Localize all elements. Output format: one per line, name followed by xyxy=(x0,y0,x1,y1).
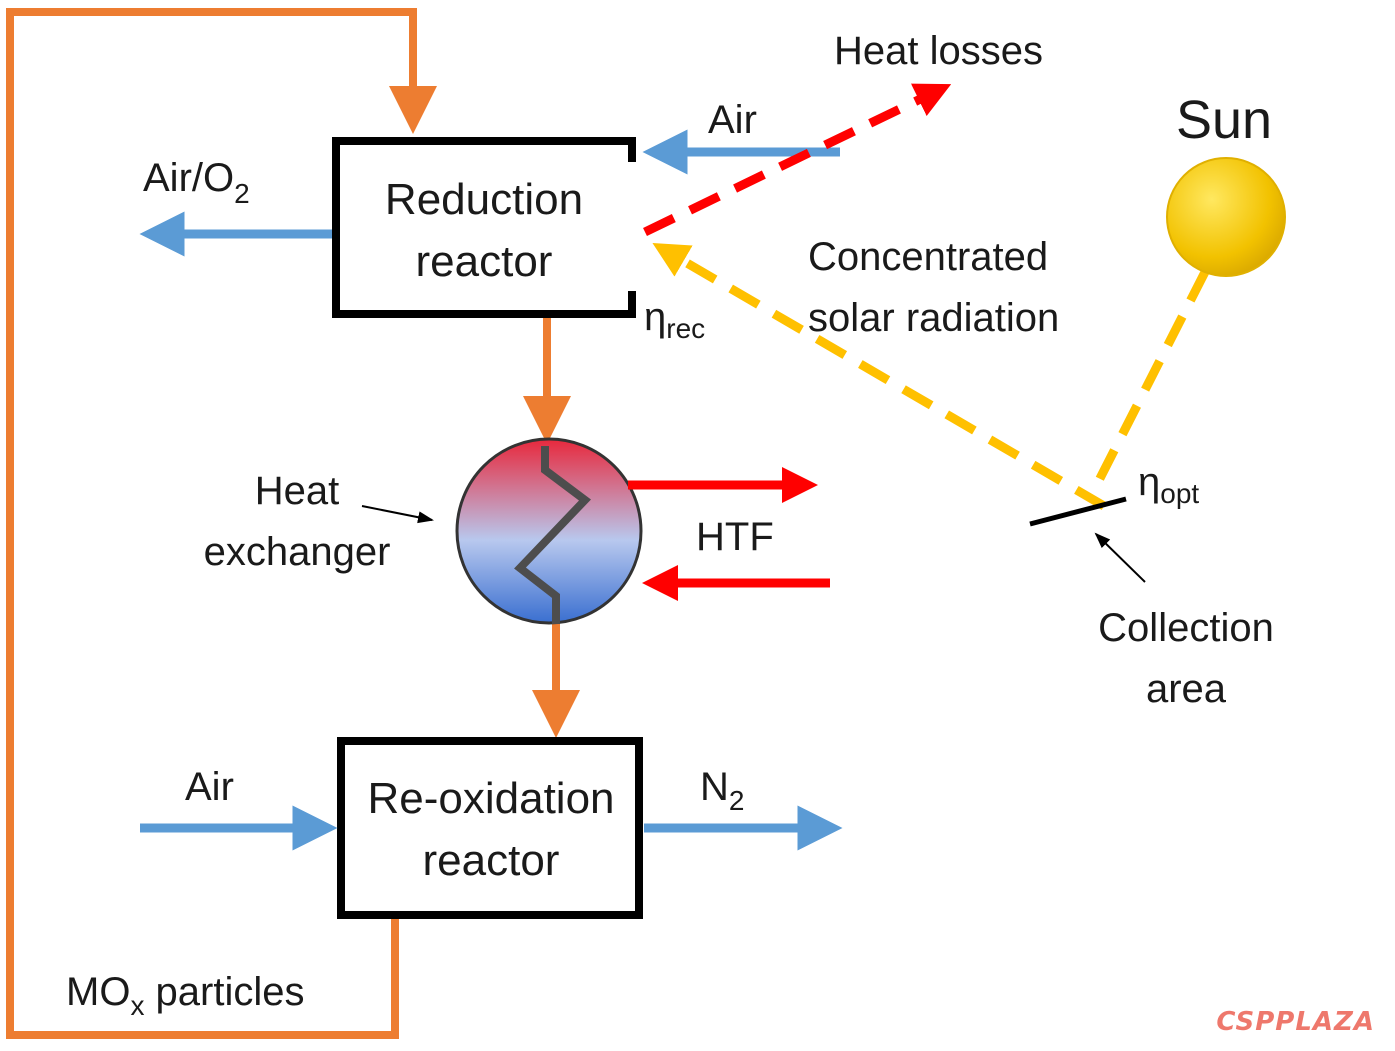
htf-label: HTF xyxy=(696,515,774,559)
heat-exchanger-pointer xyxy=(361,505,434,524)
eta-opt-label: ηopt xyxy=(1138,460,1199,509)
heat-exchanger-label-line1: Heat xyxy=(255,469,340,513)
n2-label: N2 xyxy=(700,765,744,816)
n2-label-sub: 2 xyxy=(729,785,745,816)
collection-area-label-line1: Collection xyxy=(1098,606,1274,650)
heat-exchanger-coil xyxy=(514,446,592,624)
sun-icon xyxy=(1166,157,1286,277)
mox-particles-label: MOx particles xyxy=(66,970,305,1021)
air-o2-label-main: Air/O xyxy=(143,156,234,200)
concentrated-radiation-label-line2: solar radiation xyxy=(808,296,1059,340)
eta-opt-symbol: η xyxy=(1138,460,1160,504)
particle-loop-line xyxy=(6,8,437,1039)
reoxidation-reactor-box xyxy=(337,737,643,919)
air-o2-label: Air/O2 xyxy=(143,156,250,209)
reoxidation-reactor-label-line2: reactor xyxy=(423,836,560,885)
heat-exchanger-circle xyxy=(455,437,643,625)
collection-area-pointer xyxy=(1094,532,1146,583)
reduction-reactor-label-line1: Reduction xyxy=(385,175,583,224)
air-label-bottom: Air xyxy=(185,765,234,809)
eta-opt-subscript: opt xyxy=(1160,478,1199,509)
sun-label: Sun xyxy=(1176,90,1272,150)
air-label-top: Air xyxy=(708,98,757,142)
mox-label-main: MO xyxy=(66,970,130,1014)
n2-label-main: N xyxy=(700,765,729,809)
reoxidation-reactor-label-line1: Re-oxidation xyxy=(367,774,614,823)
heat-losses-label: Heat losses xyxy=(834,29,1043,73)
air-o2-label-sub: 2 xyxy=(234,178,250,209)
reduction-reactor-box xyxy=(332,137,636,318)
mox-label-sub: x xyxy=(130,990,144,1021)
eta-rec-subscript: rec xyxy=(666,313,705,344)
sun-to-mirror-ray xyxy=(1085,269,1210,501)
collection-area-label-line2: area xyxy=(1146,667,1227,711)
mox-label-rest: particles xyxy=(144,970,304,1014)
collection-mirror xyxy=(1029,496,1127,527)
concentrated-radiation-label-line1: Concentrated xyxy=(808,235,1048,279)
reduction-reactor-label-line2: reactor xyxy=(416,237,553,286)
eta-rec-label: ηrec xyxy=(644,295,705,344)
eta-rec-symbol: η xyxy=(644,295,666,339)
heat-losses-arrow xyxy=(643,83,952,237)
heat-exchanger-label-line2: exchanger xyxy=(204,530,391,574)
watermark: CSPPLAZA xyxy=(1216,1007,1375,1037)
concentrated-radiation-arrow xyxy=(652,242,1107,510)
